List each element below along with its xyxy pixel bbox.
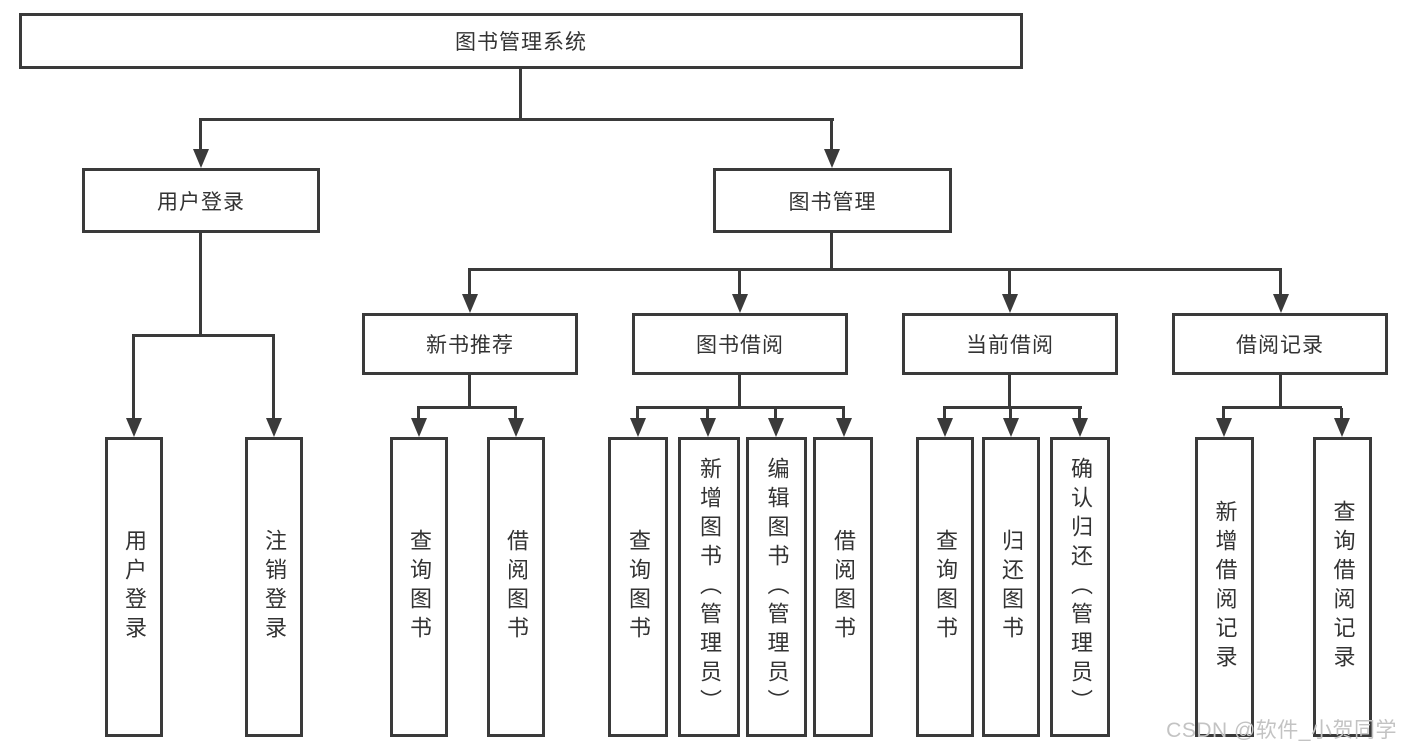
node-user-login: 用户登录 [82,168,320,233]
node-label: 新书推荐 [426,334,514,357]
node-new-book-recommend: 新书推荐 [362,313,578,375]
connector-arrow-book-borrow [738,270,741,294]
connector-arrow-leaf-logout [272,336,275,418]
connector-arrow-borrow-books-2 [842,408,845,418]
leaf-query-books-borrowing: 查询图书 [608,437,668,737]
leaf-confirm-return-admin: 确认归还（管理员） [1050,437,1110,737]
connector-arrow-add-record [1222,408,1225,418]
connector-arrow-return-books [1009,408,1012,418]
leaf-query-borrow-record: 查询借阅记录 [1313,437,1372,737]
connector-arrow-borrow-record [1279,270,1282,294]
connector-arrow-query-books-1 [417,408,420,418]
node-book-management: 图书管理 [713,168,952,233]
leaf-label: 查询图书 [626,529,651,645]
connector-borrow-record-branch [1222,406,1342,409]
connector-book-borrow-branch [636,406,845,409]
connector-arrow-leaf-user-login [132,336,135,418]
node-label: 借阅记录 [1236,334,1324,357]
leaf-return-books: 归还图书 [982,437,1040,737]
leaf-add-books-admin: 新增图书（管理员） [678,437,740,737]
leaf-label: 注销登录 [262,529,287,645]
leaf-label: 新增借阅记录 [1212,500,1238,674]
leaf-label: 归还图书 [999,529,1024,645]
node-library-management-system: 图书管理系统 [19,13,1023,69]
leaf-borrow-books-recommend: 借阅图书 [487,437,545,737]
connector-arrow-add-books [706,408,709,418]
leaf-label: 确认归还（管理员） [1068,456,1093,718]
connector-root-trunk [519,69,522,120]
leaf-label: 用户登录 [122,529,147,645]
node-borrowing-records: 借阅记录 [1172,313,1388,375]
connector-current-borrow-branch [943,406,1082,409]
connector-arrow-edit-books [774,408,777,418]
node-label: 图书借阅 [696,334,784,357]
leaf-label: 新增图书（管理员） [697,456,722,718]
leaf-query-books-current: 查询图书 [916,437,974,737]
leaf-query-books-recommend: 查询图书 [390,437,448,737]
connector-root-branch [199,118,834,121]
leaf-borrow-books-borrowing: 借阅图书 [813,437,873,737]
connector-new-book-branch [417,406,517,409]
node-book-borrowing: 图书借阅 [632,313,848,375]
leaf-label: 查询借阅记录 [1330,500,1356,674]
connector-arrow-query-books-2 [636,408,639,418]
leaf-label: 借阅图书 [831,529,856,645]
leaf-logout: 注销登录 [245,437,303,737]
connector-book-borrow-trunk [738,375,741,408]
leaf-edit-books-admin: 编辑图书（管理员） [746,437,807,737]
node-label: 用户登录 [157,190,245,214]
leaf-label: 编辑图书（管理员） [764,456,790,718]
connector-user-login-trunk [199,233,202,336]
connector-arrow-confirm-return [1078,408,1081,418]
leaf-label: 查询图书 [407,529,432,645]
node-label: 图书管理系统 [455,31,587,54]
connector-current-borrow-trunk [1008,375,1011,408]
connector-book-management-trunk [830,233,833,271]
connector-arrow-borrow-books-1 [514,408,517,418]
connector-user-login-branch [132,334,275,337]
connector-arrow-query-record [1340,408,1343,418]
leaf-user-login: 用户登录 [105,437,163,737]
connector-arrow-new-book [468,270,471,294]
connector-arrow-book-management [830,120,833,149]
node-label: 图书管理 [788,190,877,214]
connector-arrow-query-books-3 [943,408,946,418]
node-label: 当前借阅 [966,334,1054,357]
leaf-add-borrow-record: 新增借阅记录 [1195,437,1254,737]
connector-arrow-current-borrow [1008,270,1011,294]
leaf-label: 查询图书 [933,529,958,645]
connector-new-book-trunk [468,375,471,408]
connector-book-management-branch [468,268,1282,271]
leaf-label: 借阅图书 [504,529,529,645]
connector-arrow-user-login [199,120,202,149]
csdn-watermark: CSDN @软件_小贺同学 [1166,719,1397,742]
connector-borrow-record-trunk [1279,375,1282,408]
node-current-borrowing: 当前借阅 [902,313,1118,375]
